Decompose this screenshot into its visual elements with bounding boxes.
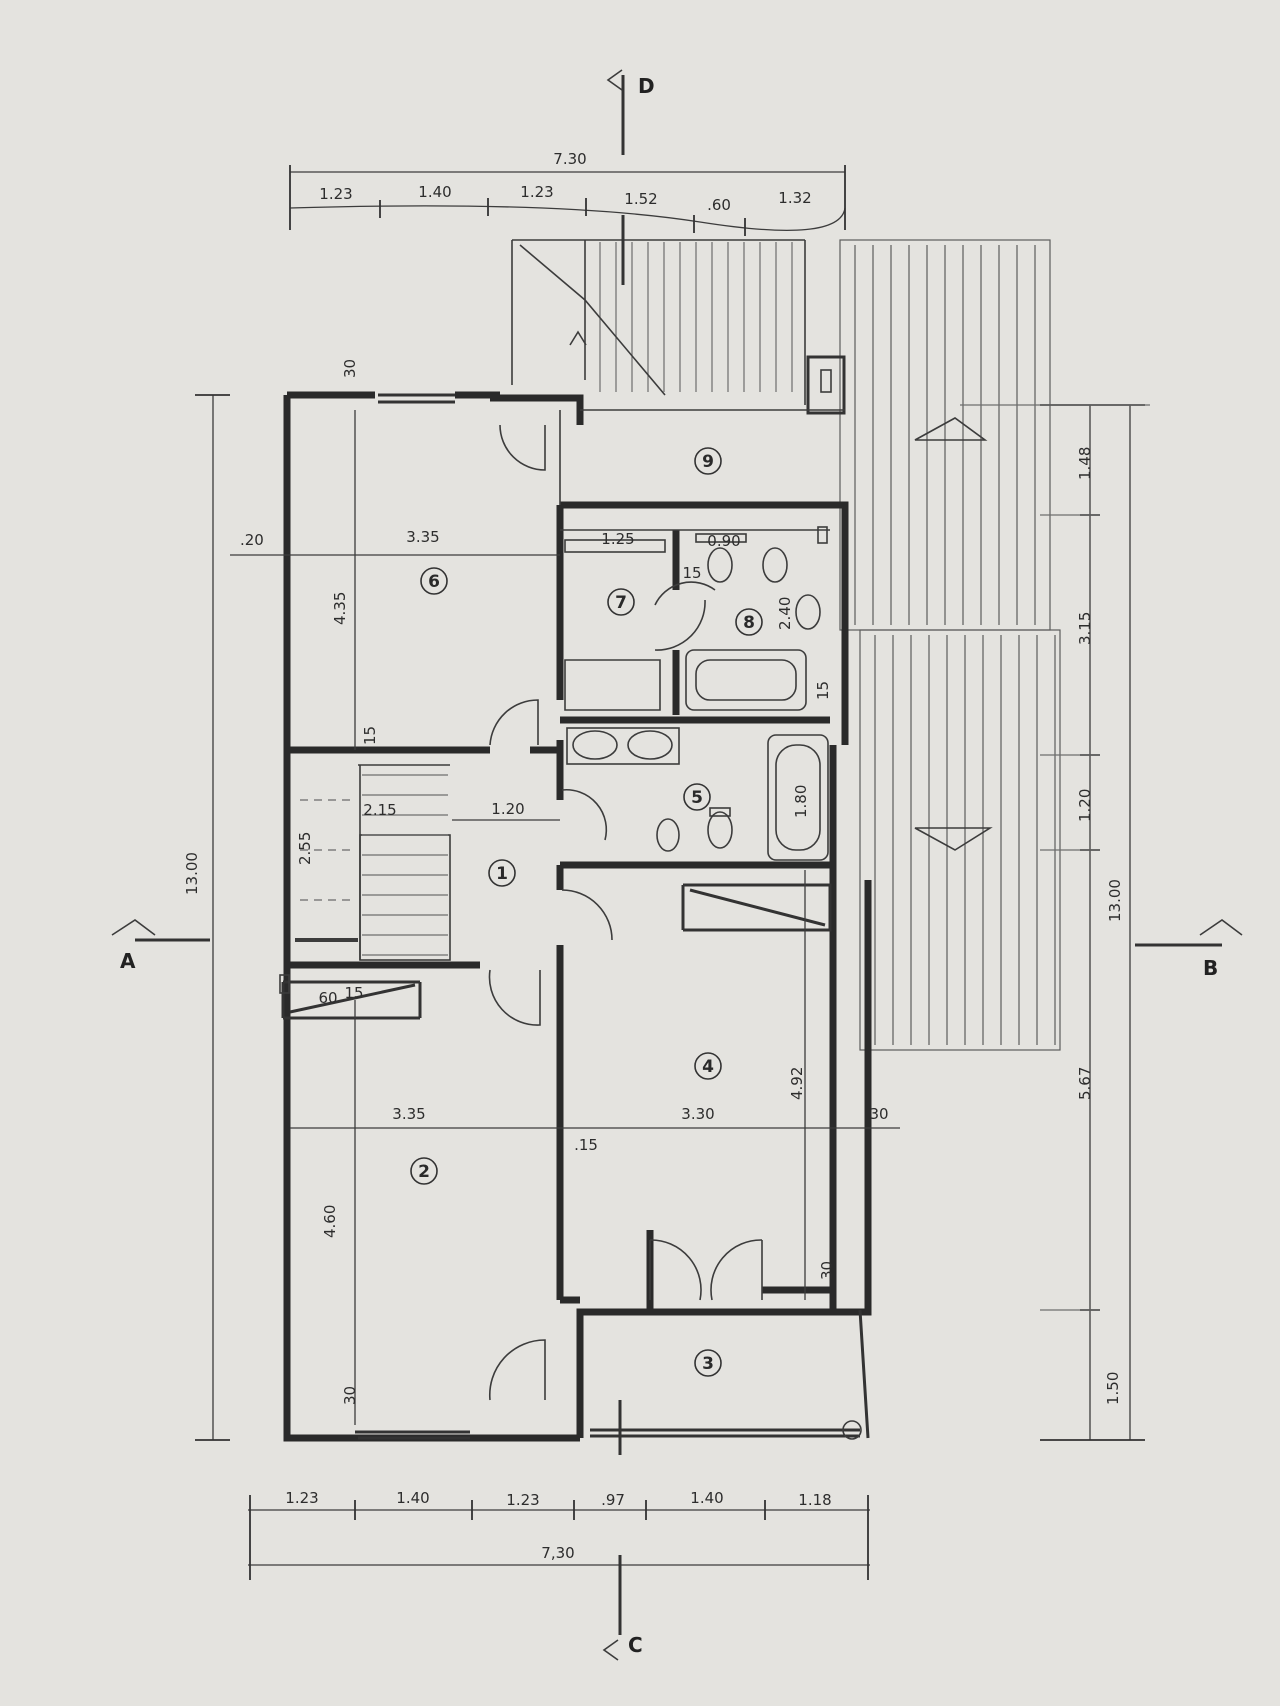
room-3-marker [694,1349,722,1377]
dim-240: 2.40 [776,597,794,630]
room-7-number: 7 [615,593,627,613]
section-d-label: D [638,74,655,98]
washbasin [795,594,821,630]
dim-15c: 15 [361,726,379,745]
interior-dimensions: 30 .20 3.35 4.35 1.25 0.90 15 2.40 15 15… [240,359,889,1405]
dim-330: 3.30 [681,1105,714,1123]
dim-top-6: 1.32 [778,189,811,207]
dim-125: 1.25 [601,530,634,548]
section-letters: D A B C [120,74,1218,1657]
dim-bottom-3: 1.23 [506,1491,539,1509]
dim-180: 1.80 [792,785,810,818]
dim-right-4: 5.67 [1076,1067,1094,1100]
arrow-down-icon [914,827,993,851]
dim-15a: 15 [682,564,701,582]
dim-120: 1.20 [491,800,524,818]
arrow-up-icon [914,417,988,441]
room-8-number: 8 [743,613,755,633]
bathtub-upper [685,649,807,711]
dim-right-5: 1.50 [1104,1372,1122,1405]
dim-top-4: 1.52 [624,190,657,208]
toilet-lower [707,811,733,849]
dim-090: 0.90 [707,532,740,550]
dim-bottom-6: 1.18 [798,1491,831,1509]
room-1-number: 1 [496,864,508,884]
exterior-walls [283,391,872,1442]
interior-walls [281,409,845,1310]
staircase [295,764,451,961]
dim-bottom-5: 1.40 [690,1489,723,1507]
dim-335b: 3.35 [392,1105,425,1123]
section-markers [111,69,1243,1661]
room-9-marker [694,447,722,475]
dim-right-2: 3.15 [1076,612,1094,645]
dim-30a: 30 [341,359,359,378]
dim-top-5: .60 [707,196,731,214]
dim-335a: 3.35 [406,528,439,546]
dimension-lines [195,165,1150,1580]
room-labels: 9 6 7 8 5 1 4 2 3 [410,447,763,1377]
dim-15d: 15 [344,984,363,1002]
room-6-number: 6 [428,572,440,592]
dim-460: 4.60 [321,1205,339,1238]
sink-right [627,730,673,760]
room-2-number: 2 [418,1162,430,1182]
room-7-marker [607,588,635,616]
bathtub-lower [767,734,829,861]
room-4-marker [694,1052,722,1080]
dim-492: 4.92 [788,1067,806,1100]
dim-right-total: 13.00 [1106,879,1124,922]
room-2-marker [410,1157,438,1185]
dim-255: 2.55 [296,832,314,865]
dim-215: 2.15 [363,801,396,819]
dim-bottom-2: 1.40 [396,1489,429,1507]
doors [488,424,763,1401]
dim-bottom-total: 7,30 [541,1544,574,1562]
side-dimensions: 13.00 1.48 3.15 1.20 13.00 5.67 1.50 [183,447,1124,1405]
top-dimensions: 7.30 1.23 1.40 1.23 1.52 .60 1.32 [319,150,811,214]
dim-15b: 15 [814,681,832,700]
column-marker [842,1420,862,1440]
room-5-marker [683,783,711,811]
room-8-marker [735,608,763,636]
bidet [656,818,680,852]
dim-435: 4.35 [331,592,349,625]
section-b-label: B [1203,956,1218,980]
dim-top-3: 1.23 [520,183,553,201]
dim-15e: .15 [574,1136,598,1154]
toilet-upper-a [707,547,733,583]
room-3-number: 3 [702,1354,714,1374]
dim-right-3: 1.20 [1076,789,1094,822]
dim-bottom-4: .97 [601,1491,625,1509]
dim-60: 60 [318,989,337,1007]
sink-left [572,730,618,760]
dim-20: .20 [240,531,264,549]
roof-hatching [806,239,1061,1051]
fixtures [279,526,829,994]
dim-top-2: 1.40 [418,183,451,201]
room-6-marker [420,567,448,595]
dim-left-total: 13.00 [183,852,201,895]
section-a-label: A [120,949,136,973]
stair-top [511,239,806,405]
room-1-marker [488,859,516,887]
chimney [806,355,846,415]
dim-top-total: 7.30 [553,150,586,168]
toilet-upper-b [762,547,788,583]
room-9-number: 9 [702,452,714,472]
room-4-number: 4 [702,1057,714,1077]
dim-30c: 30 [818,1261,836,1280]
dim-bottom-1: 1.23 [285,1489,318,1507]
section-c-label: C [628,1633,643,1657]
dim-30d: 30 [341,1386,359,1405]
bottom-dimensions: 1.23 1.40 1.23 .97 1.40 1.18 7,30 [285,1489,831,1562]
dim-top-1: 1.23 [319,185,352,203]
dim-30b: 30 [869,1105,888,1123]
room-5-number: 5 [691,788,703,808]
dim-right-1: 1.48 [1076,447,1094,480]
